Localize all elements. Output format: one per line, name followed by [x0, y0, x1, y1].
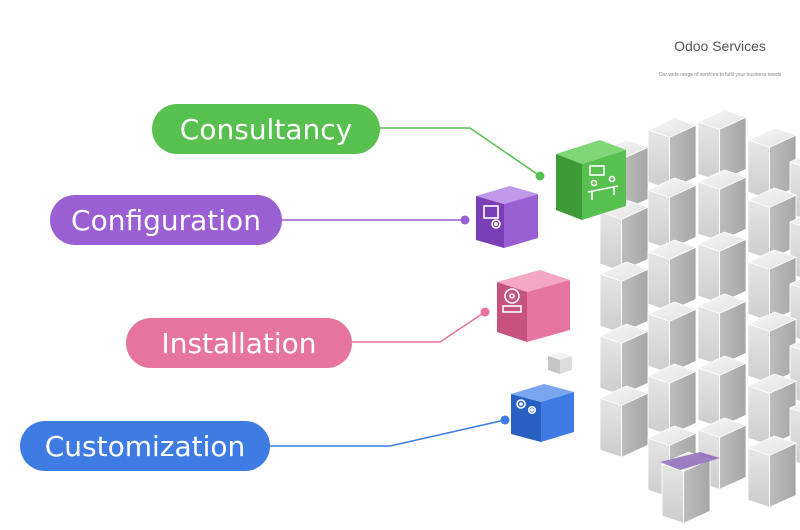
consultancy-label: Consultancy	[179, 112, 353, 146]
gray-cube	[696, 293, 748, 366]
install-disc-icon	[502, 288, 522, 313]
gray-cube	[746, 311, 798, 384]
connector-consultancy	[380, 127, 545, 181]
configuration-cube[interactable]	[476, 186, 538, 248]
connector-configuration	[282, 215, 470, 225]
gray-cube	[746, 187, 798, 260]
configuration-pill[interactable]: Configuration	[50, 195, 282, 245]
gray-cube	[746, 373, 798, 446]
consultancy-cube[interactable]	[556, 140, 626, 220]
gray-cube	[598, 261, 650, 334]
installation-pill[interactable]: Installation	[126, 318, 352, 368]
gray-cube	[598, 323, 650, 396]
customization-pill[interactable]: Customization	[20, 421, 270, 471]
customization-label: Customization	[44, 429, 246, 463]
gray-cube	[696, 231, 748, 304]
gray-cube	[746, 249, 798, 322]
configuration-label: Configuration	[71, 203, 261, 237]
gray-cube	[598, 385, 650, 458]
consultancy-pill[interactable]: Consultancy	[152, 104, 380, 154]
gray-cube	[696, 169, 748, 242]
gray-cube	[646, 363, 698, 436]
gray-cube	[646, 177, 698, 250]
gray-cube	[598, 199, 650, 272]
gray-cube	[746, 435, 798, 508]
cube-stack	[598, 109, 800, 524]
customization-cube[interactable]	[511, 384, 574, 442]
gears-icon	[516, 399, 536, 414]
page-title: Odoo Services	[674, 38, 766, 54]
installation-label: Installation	[161, 326, 317, 360]
gray-cube	[646, 301, 698, 374]
meeting-icon	[587, 165, 619, 200]
page-subtitle: Our wide range of services to fulfil you…	[658, 72, 782, 78]
settings-screen-icon	[483, 205, 501, 229]
connector-installation	[352, 307, 490, 343]
gray-cube	[646, 117, 698, 190]
gray-cube	[696, 109, 748, 182]
gray-cube	[696, 355, 748, 428]
gray-cube	[646, 239, 698, 312]
small-gray-cube	[548, 352, 572, 374]
connector-customization	[270, 415, 510, 447]
stack-bottom-shadow	[660, 452, 720, 470]
installation-cube[interactable]	[497, 270, 570, 342]
gray-cube	[746, 127, 798, 200]
